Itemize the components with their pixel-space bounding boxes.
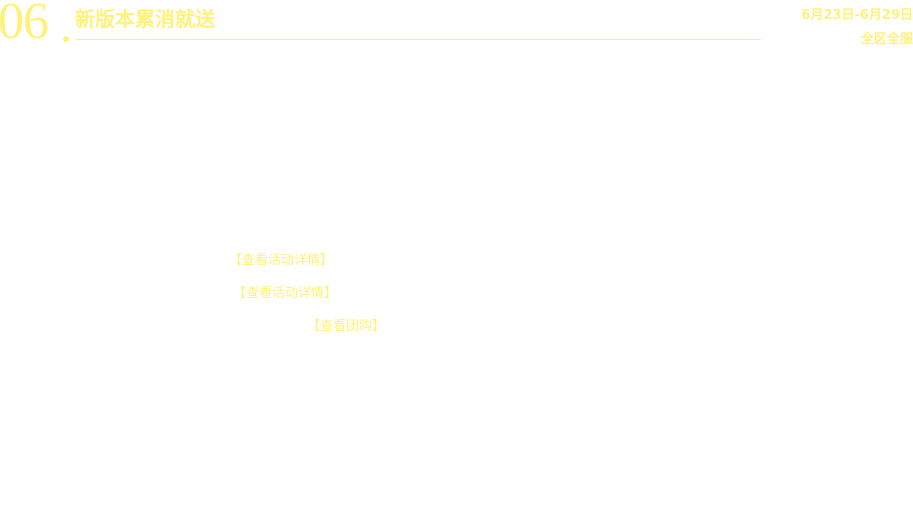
section-dot: [63, 36, 69, 42]
view-group-buy-link[interactable]: 【查看团购】: [307, 319, 386, 334]
title-divider: [76, 39, 761, 40]
server-scope: 全区全服: [860, 32, 913, 47]
section-title: 新版本累消就送: [75, 7, 215, 31]
view-event-details-link-2[interactable]: 【查看活动详情】: [233, 286, 338, 301]
date-range: 6月23日-6月29日: [801, 8, 913, 23]
section-number: 06: [0, 0, 49, 50]
view-event-details-link-1[interactable]: 【查看活动详情】: [229, 253, 334, 268]
